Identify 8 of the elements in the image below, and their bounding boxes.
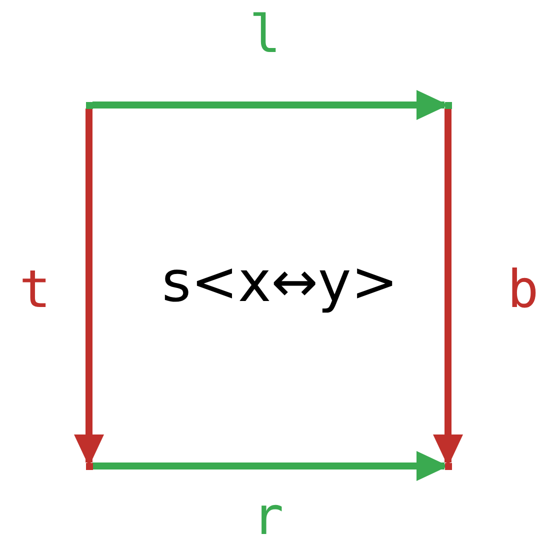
edge-label: b	[507, 264, 539, 316]
edge-label: t	[19, 264, 51, 316]
edge-label: r	[252, 491, 284, 543]
corner-point	[86, 462, 92, 470]
edge-label: l	[249, 9, 281, 61]
corner-point	[86, 102, 92, 108]
center-formula: s<x↔y>	[162, 255, 398, 311]
corner-point	[444, 102, 452, 108]
